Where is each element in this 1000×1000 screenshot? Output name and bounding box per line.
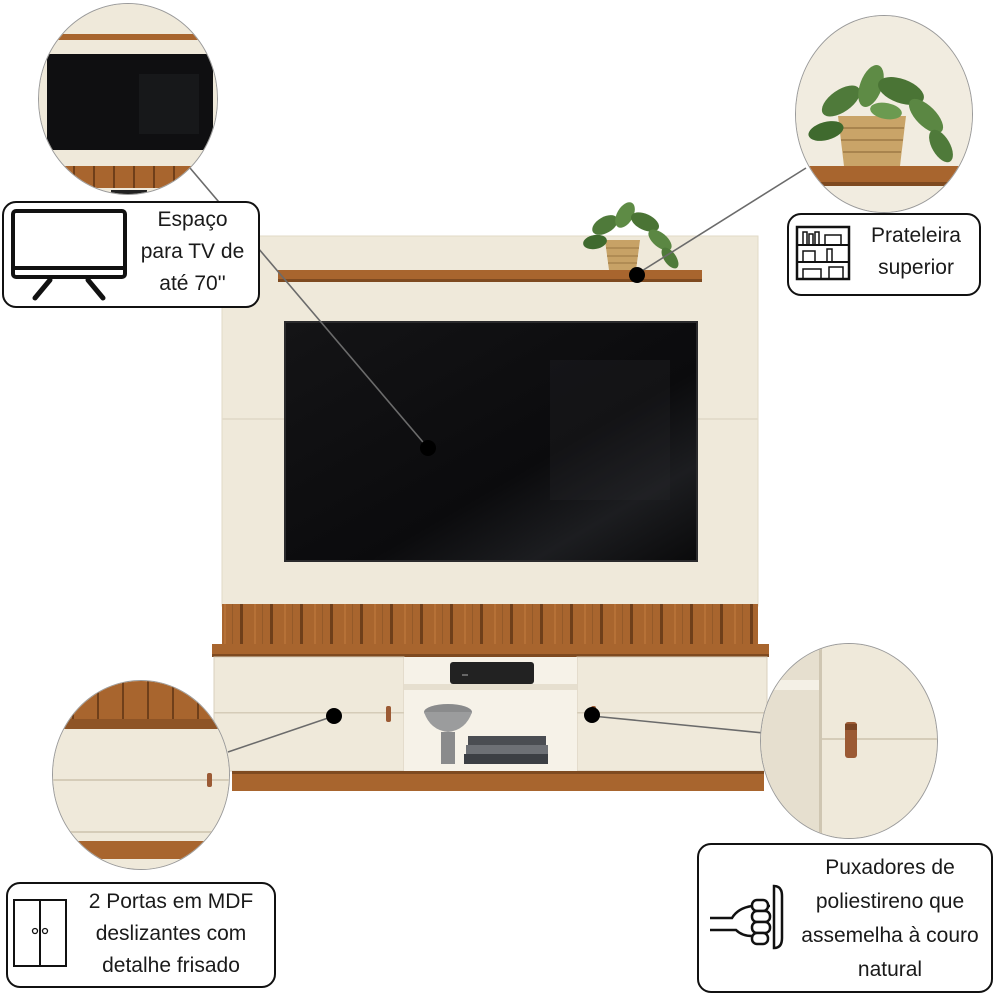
hand-grip-icon — [710, 884, 784, 950]
tv-icon — [11, 209, 127, 301]
left-door — [213, 656, 405, 772]
tv-callout-line-3: até 70'' — [159, 272, 226, 295]
tv-zoom-circle — [38, 3, 218, 195]
rack-top — [212, 644, 769, 656]
rack-base — [232, 771, 764, 791]
shelf-plant — [583, 202, 679, 270]
handles-callout-line-1: Puxadores de — [825, 856, 955, 879]
bookshelf-icon — [795, 225, 851, 281]
shelf-callout-line-1: Prateleira — [871, 224, 961, 247]
doors-callout-line-2: deslizantes com — [95, 922, 247, 945]
doors-callout-line-3: detalhe frisado — [102, 954, 240, 977]
door-marker-dot — [326, 708, 342, 724]
tv-marker-dot — [420, 440, 436, 456]
handle-marker-dot — [584, 707, 600, 723]
left-door-handle — [386, 706, 391, 722]
shelf-zoom-circle — [795, 15, 973, 213]
tv-callout-line-1: Espaço — [157, 208, 228, 231]
cabinet-doors-icon — [13, 899, 67, 967]
top-shelf — [278, 270, 702, 281]
television — [285, 322, 697, 561]
shelf-callout-line-2: superior — [878, 256, 954, 279]
doors-callout-line-1: 2 Portas em MDF — [88, 890, 254, 913]
slatted-wood-panel — [222, 604, 758, 646]
tv-callout-line-2: para TV de — [140, 240, 245, 263]
door-zoom-circle — [52, 680, 230, 870]
right-door — [576, 656, 768, 772]
handles-callout-line-2: poliestireno que — [815, 890, 965, 913]
handles-callout — [697, 843, 993, 993]
handle-zoom-circle — [760, 643, 938, 839]
shelf-callout — [787, 213, 981, 296]
shelf-marker-dot — [629, 267, 645, 283]
handles-callout-line-3: assemelha à couro — [801, 924, 979, 947]
handles-callout-line-4: natural — [857, 958, 923, 981]
